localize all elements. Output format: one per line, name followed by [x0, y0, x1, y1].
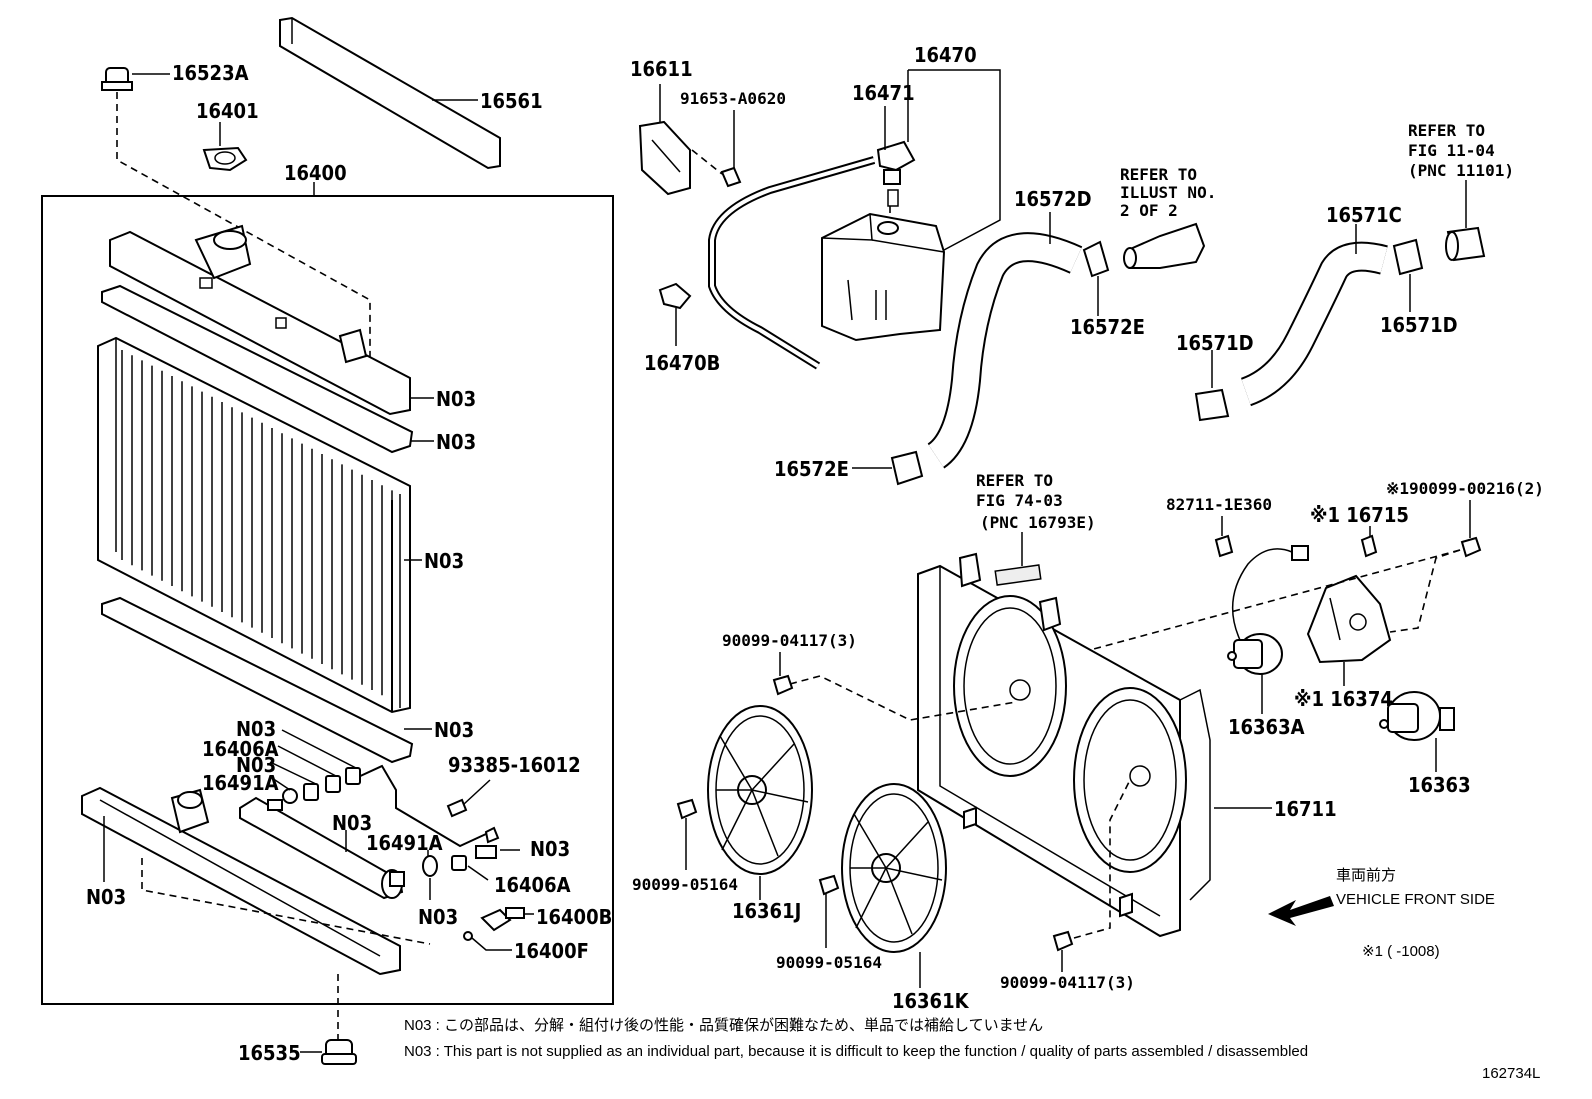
- label-n03: N03: [86, 885, 126, 909]
- label-16470B: 16470B: [644, 351, 720, 375]
- reserve-tank-bracket-part: [638, 120, 691, 196]
- label-n03: N03: [236, 753, 276, 777]
- water-inlet-pipe-part: [1445, 226, 1486, 262]
- upper-gasket-part: [101, 284, 414, 454]
- refer-illust-line1: REFER TO: [1120, 165, 1197, 184]
- label-16711: 16711: [1274, 797, 1337, 821]
- radiator-core-part: [97, 336, 411, 714]
- radiator-cap-part: [101, 67, 133, 91]
- oil-fitting-nuts: [389, 845, 497, 887]
- label-16535: 16535: [238, 1041, 301, 1065]
- label-n03: N03: [424, 549, 464, 573]
- lower-tank-part: [81, 786, 401, 976]
- label-16572E: 16572E: [1070, 315, 1145, 339]
- mount-cushion-part: [321, 1039, 357, 1065]
- label-16715: ※1 16715: [1310, 503, 1409, 527]
- refer-illust-line2: ILLUST NO.: [1120, 183, 1216, 202]
- label-n03: N03: [436, 430, 476, 454]
- label-n03: N03: [332, 811, 372, 835]
- label-82711: 82711-1E360: [1166, 495, 1272, 514]
- label-n03: N03: [436, 387, 476, 411]
- lower-gasket-part: [101, 596, 414, 764]
- callout-labels: 16523A 16401 16561 16400 N03 N03 N03 N03…: [86, 43, 1544, 1082]
- refer-fig74-line3: (PNC 16793E): [980, 513, 1096, 532]
- label-16374: ※1 16374: [1294, 687, 1393, 711]
- fan-shroud-part: [917, 552, 1211, 938]
- label-93385: 93385-16012: [448, 753, 581, 777]
- fan-motor-a-part: [1227, 545, 1309, 675]
- figure-code: 162734L: [1482, 1065, 1540, 1082]
- oil-cooler-line-part: [355, 764, 487, 848]
- fan-right-part: [841, 783, 947, 953]
- label-16572E: 16572E: [774, 457, 849, 481]
- vehicle-front-en: VEHICLE FRONT SIDE: [1336, 891, 1495, 908]
- fan-motor-bracket-part: [1306, 574, 1392, 664]
- label-90099-05164: 90099-05164: [632, 875, 738, 894]
- reserve-tank-cap-part: [876, 140, 916, 207]
- label-16361J: 16361J: [732, 899, 801, 923]
- fan-motor-part: [1379, 691, 1455, 741]
- label-16571D: 16571D: [1176, 331, 1254, 355]
- label-16471: 16471: [852, 81, 915, 105]
- label-16491A: 16491A: [202, 771, 279, 795]
- label-16363: 16363: [1408, 773, 1471, 797]
- refer-fig74-line1: REFER TO: [976, 471, 1053, 490]
- label-16561: 16561: [480, 89, 543, 113]
- refer-fig11-line2: FIG 11-04: [1408, 141, 1495, 160]
- reserve-tank-group: [638, 69, 1001, 370]
- label-16523A: 16523A: [172, 61, 249, 85]
- vehicle-front-arrow-icon: [1268, 896, 1334, 926]
- label-90099-05164: 90099-05164: [776, 953, 882, 972]
- label-16611: 16611: [630, 57, 693, 81]
- refer-illust-line3: 2 OF 2: [1120, 201, 1178, 220]
- radiator-assembly-group: [41, 16, 614, 1065]
- refer-fig74-line2: FIG 74-03: [976, 491, 1063, 510]
- refer-fig11-line1: REFER TO: [1408, 121, 1485, 140]
- water-outlet-part: [1123, 222, 1206, 269]
- label-16401: 16401: [196, 99, 259, 123]
- label-16361K: 16361K: [892, 989, 970, 1013]
- label-90099-04117: 90099-04117(3): [722, 631, 857, 650]
- reserve-tank-part: [821, 212, 946, 342]
- radiator-hoses-group: [852, 180, 1486, 486]
- label-16400F: 16400F: [514, 939, 589, 963]
- label-n03: N03: [530, 837, 570, 861]
- label-16363A: 16363A: [1228, 715, 1305, 739]
- label-16470: 16470: [914, 43, 977, 67]
- nut-washer-group: [267, 767, 361, 811]
- footnote-en: N03 : This part is not supplied as an in…: [404, 1043, 1308, 1060]
- vehicle-front-jp: 車両前方: [1336, 867, 1396, 884]
- seal-strip-part: [279, 16, 501, 170]
- label-16406A: 16406A: [202, 737, 279, 761]
- label-16571C: 16571C: [1326, 203, 1402, 227]
- label-16571D: 16571D: [1380, 313, 1458, 337]
- footnote-jp: N03 : この部品は、分解・組付け後の性能・品質確保が困難なため、単品では補給…: [404, 1016, 1043, 1034]
- label-16400: 16400: [284, 161, 347, 185]
- label-16491A: 16491A: [366, 831, 443, 855]
- label-90099-04117: 90099-04117(3): [1000, 973, 1135, 992]
- label-16406A: 16406A: [494, 873, 571, 897]
- label-n03: N03: [434, 718, 474, 742]
- label-91653: 91653-A0620: [680, 89, 786, 108]
- radiator-assembly-frame: [41, 195, 614, 1005]
- label-n03: N03: [418, 905, 458, 929]
- range-note: ※1 ( -1008): [1362, 943, 1440, 960]
- label-n03: N03: [236, 717, 276, 741]
- fan-left-part: [707, 705, 813, 875]
- fan-assembly-group: [676, 500, 1482, 988]
- label-16572D: 16572D: [1014, 187, 1092, 211]
- upper-tank-part: [109, 224, 411, 416]
- drain-cock-part: [480, 907, 525, 932]
- cap-gasket-part: [202, 146, 248, 172]
- label-190099: ※190099-00216(2): [1386, 479, 1544, 498]
- refer-fig11-line3: (PNC 11101): [1408, 161, 1514, 180]
- label-16400B: 16400B: [536, 905, 612, 929]
